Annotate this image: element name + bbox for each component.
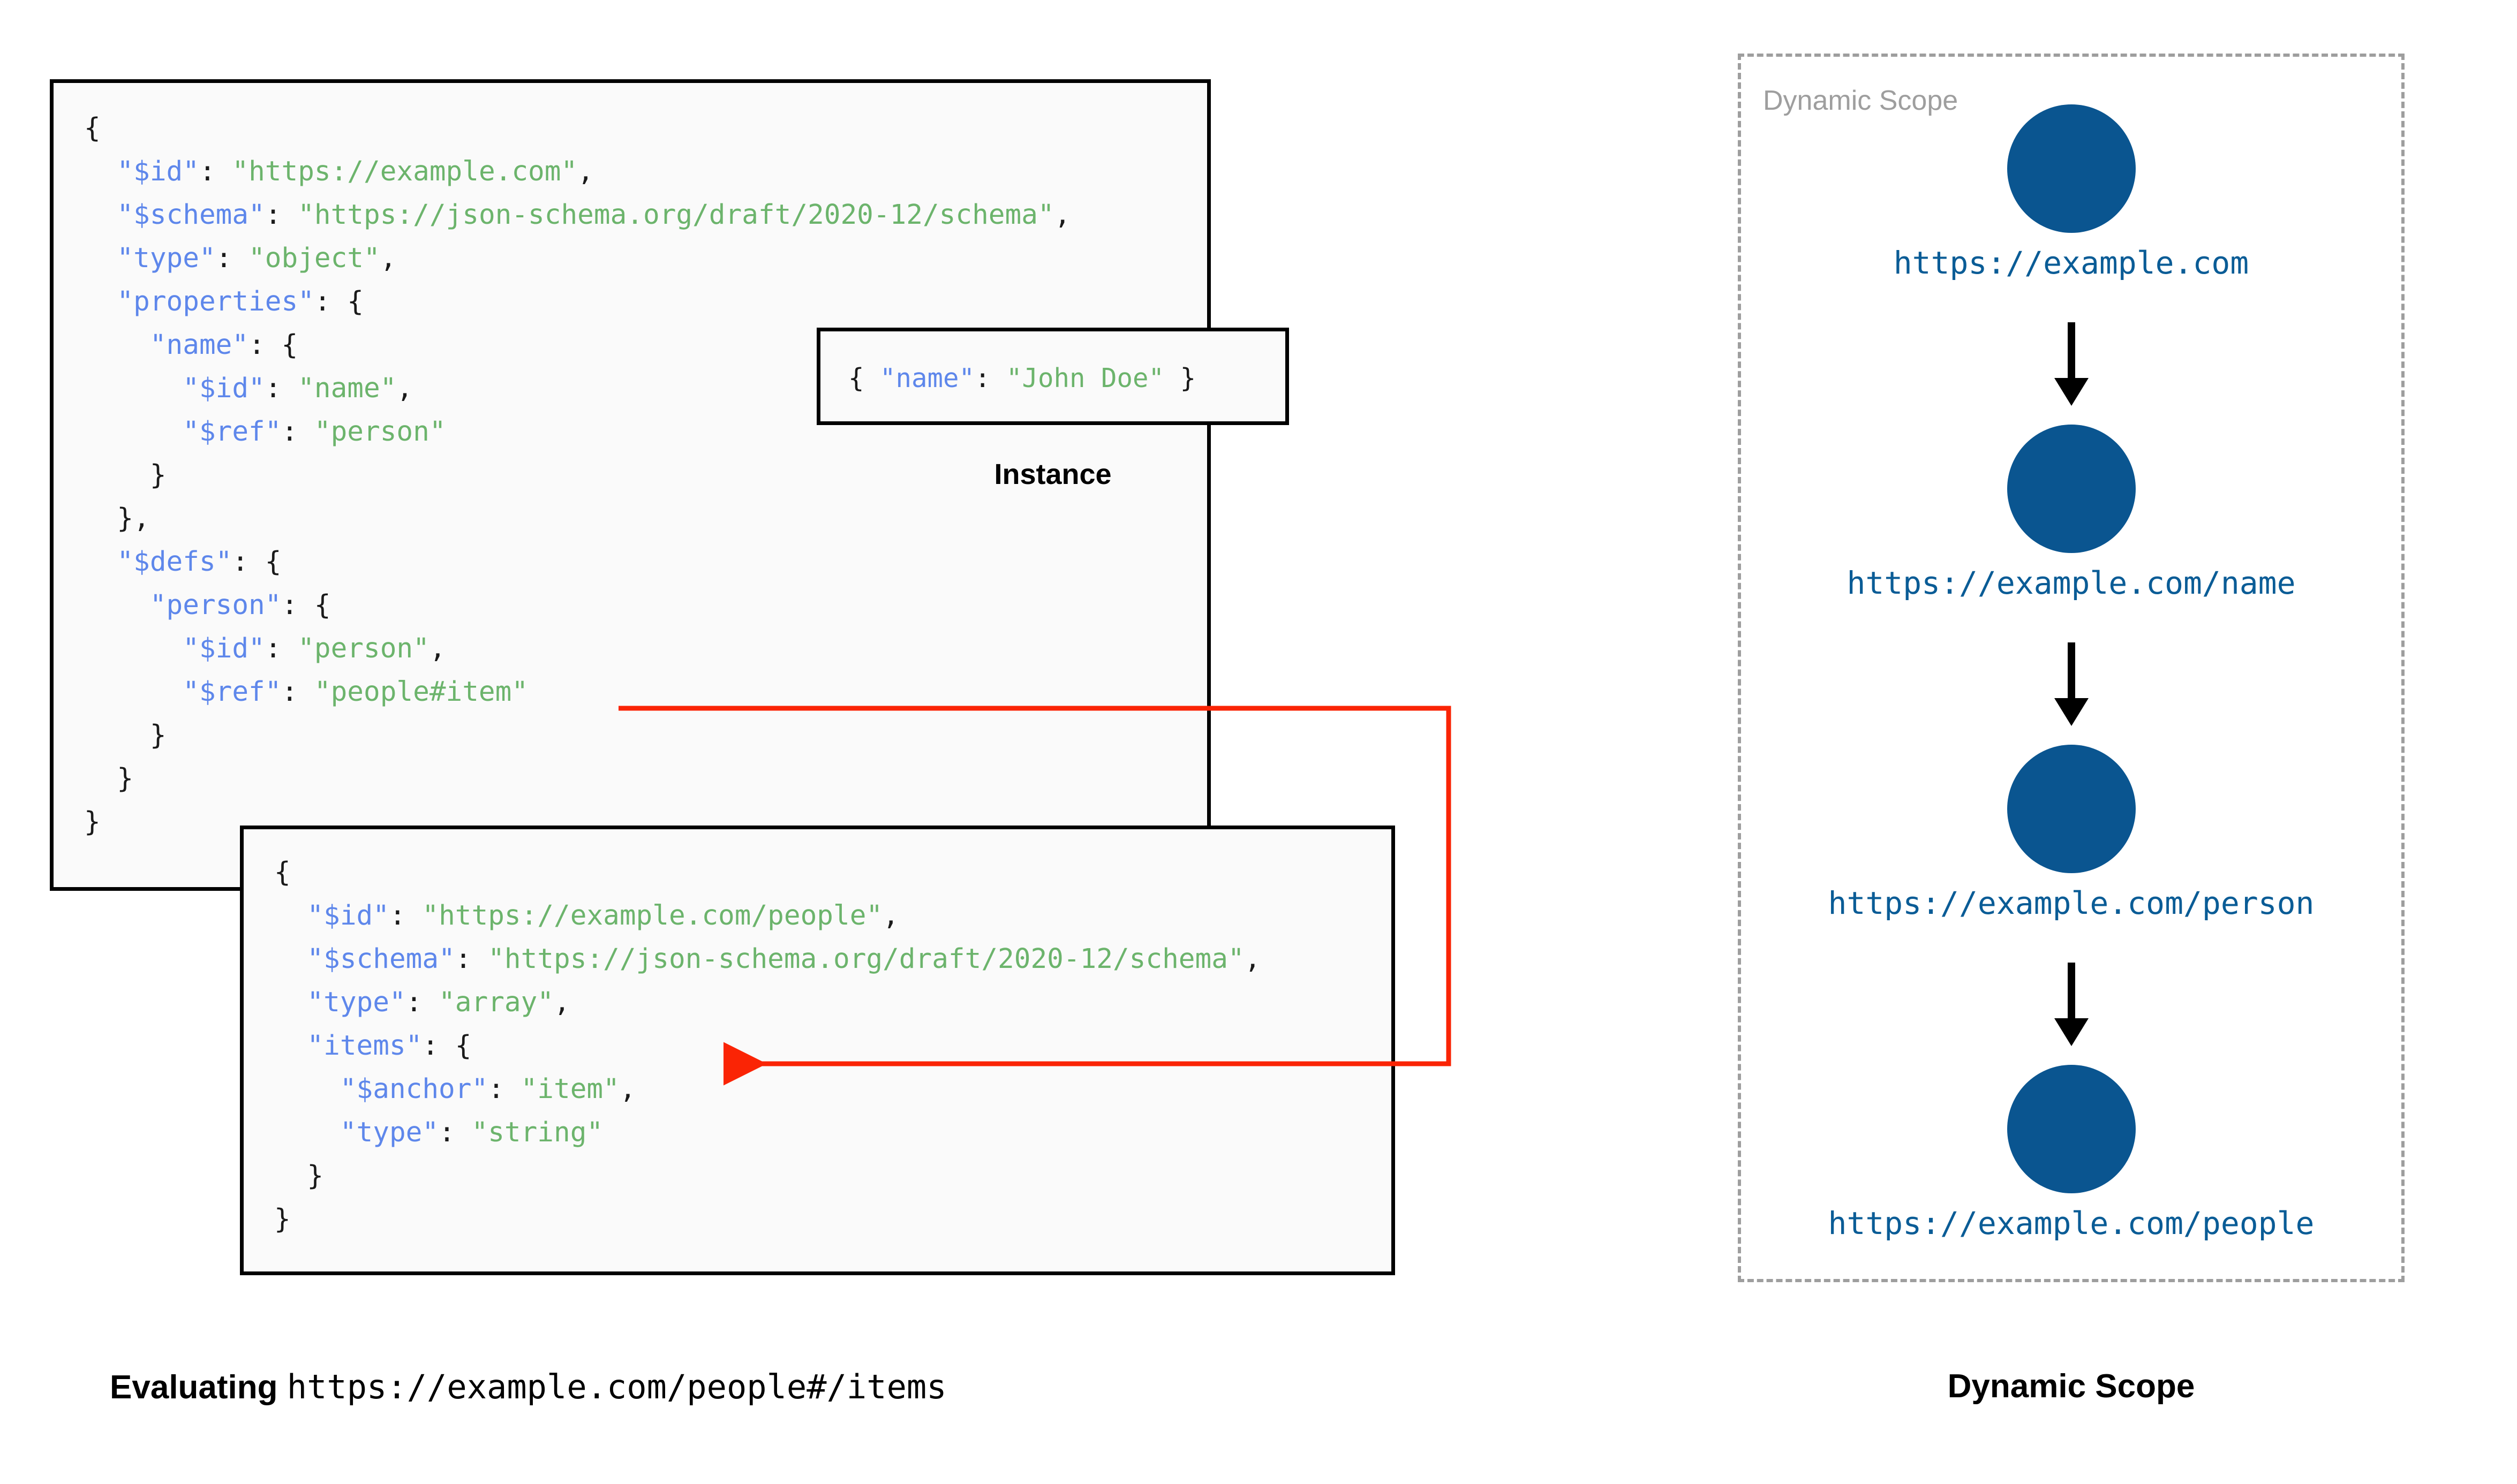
code-line: "type": "array", [307,987,570,1018]
dynamic-scope-panel [1738,54,2405,1282]
code-line: "$defs": { [117,546,282,578]
schema-people-code: { "$id": "https://example.com/people", "… [274,851,1261,1241]
code-line: "name": { [149,329,298,361]
caption-evaluating: Evaluating https://example.com/people#/i… [110,1367,947,1406]
scope-node-circle-icon [2007,104,2136,233]
code-line: "$id": "https://example.com", [117,156,594,187]
scope-node-1: https://example.com [1738,104,2405,281]
code-line: } [84,806,101,838]
scope-node-3: https://example.com/person [1738,745,2405,921]
code-line: "type": "string" [340,1117,604,1148]
caption-evaluating-uri: https://example.com/people#/items [287,1367,947,1406]
caption-evaluating-word: Evaluating [110,1369,278,1406]
code-line: } [274,1203,291,1235]
code-line: "$ref": "people#item" [183,676,529,708]
down-arrow-icon [2054,963,2089,1046]
instance-code: { "name": "John Doe" } [848,354,1196,403]
code-line: } [84,720,167,751]
scope-node-circle-icon [2007,425,2136,553]
scope-arrow-1 [1738,322,2405,410]
code-line: { "name": "John Doe" } [848,363,1196,393]
code-line: "properties": { [117,286,364,317]
scope-node-label: https://example.com/person [1828,885,2315,921]
scope-node-label: https://example.com [1893,245,2249,281]
scope-node-2: https://example.com/name [1738,425,2405,601]
scope-node-circle-icon [2007,745,2136,873]
code-line: "$id": "name", [183,373,413,404]
code-line: "items": { [307,1030,472,1062]
instance-label: Instance [994,458,1112,490]
caption-dynamic-scope: Dynamic Scope [1947,1368,2195,1405]
code-line: "$id": "https://example.com/people", [307,900,899,932]
code-line: { [274,857,291,888]
code-line: "$ref": "person" [183,416,446,448]
down-arrow-icon [2054,642,2089,726]
code-line: "$schema": "https://json-schema.org/draf… [307,943,1261,975]
scope-node-circle-icon [2007,1065,2136,1193]
scope-node-label: https://example.com/people [1828,1205,2315,1241]
code-line: "type": "object", [117,243,397,274]
dynamic-scope-panel-label: Dynamic Scope [1763,85,1958,116]
down-arrow-icon [2054,322,2089,406]
code-line: "$id": "person", [183,633,446,664]
code-line: { [84,112,101,144]
scope-arrow-3 [1738,963,2405,1050]
scope-arrow-2 [1738,642,2405,730]
code-line: } [84,763,134,794]
instance-box: { "name": "John Doe" } [817,328,1289,425]
code-line: }, [84,503,150,534]
code-line: "$schema": "https://json-schema.org/draf… [117,199,1071,231]
code-line: } [274,1160,324,1192]
code-line: "$anchor": "item", [340,1073,636,1105]
schema-people-box: { "$id": "https://example.com/people", "… [240,826,1395,1275]
code-line: } [84,459,167,491]
schema-root-code: { "$id": "https://example.com", "$schema… [84,107,1071,844]
code-line: "person": { [149,589,331,621]
scope-node-label: https://example.com/name [1847,565,2296,601]
scope-node-4: https://example.com/people [1738,1065,2405,1241]
